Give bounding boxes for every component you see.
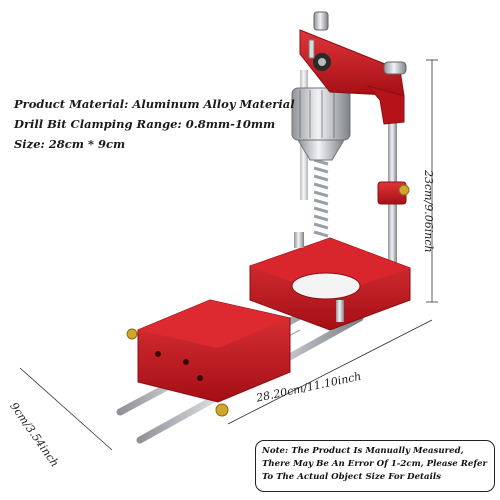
height-dimension-label: 23cm/9.06inch (422, 170, 435, 253)
product-specs: Product Material: Aluminum Alloy Materia… (14, 94, 295, 154)
main-base (249, 232, 411, 331)
spring (313, 158, 329, 238)
spec-clamping-range: Drill Bit Clamping Range: 0.8mm-10mm (14, 117, 276, 131)
spec-material: Product Material: Aluminum Alloy Materia… (14, 97, 295, 111)
dimension-lines (19, 59, 438, 451)
front-clamp-block (126, 299, 291, 417)
spec-size: Size: 28cm * 9cm (14, 137, 126, 151)
depth-stop-collar (377, 181, 410, 205)
measurement-note: Note: The Product Is Manually Measured, … (255, 440, 495, 492)
drill-chuck (291, 87, 351, 161)
top-arm (299, 11, 407, 125)
